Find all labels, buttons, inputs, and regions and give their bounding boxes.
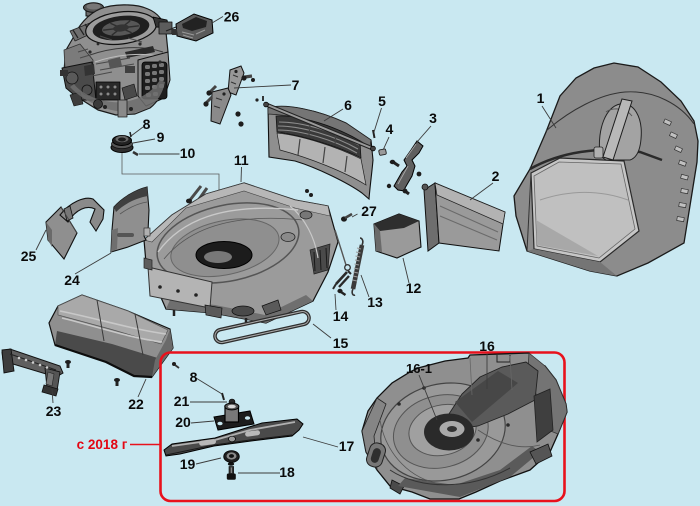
svg-text:14: 14	[333, 308, 349, 324]
svg-text:26: 26	[224, 9, 240, 25]
svg-text:25: 25	[21, 248, 37, 264]
svg-text:17: 17	[339, 438, 355, 454]
svg-text:18: 18	[279, 464, 295, 480]
svg-text:3: 3	[429, 110, 437, 126]
svg-text:4: 4	[386, 121, 394, 137]
svg-text:13: 13	[367, 294, 383, 310]
svg-text:8: 8	[143, 116, 151, 132]
svg-text:8: 8	[190, 369, 198, 385]
svg-text:21: 21	[174, 393, 190, 409]
svg-text:12: 12	[406, 280, 422, 296]
svg-text:с 2018 г: с 2018 г	[77, 437, 128, 452]
svg-text:24: 24	[64, 272, 80, 288]
svg-text:1: 1	[537, 90, 545, 106]
svg-text:2: 2	[492, 168, 500, 184]
svg-text:11: 11	[234, 152, 249, 168]
svg-text:9: 9	[157, 129, 165, 145]
svg-text:5: 5	[378, 93, 386, 109]
svg-text:16: 16	[479, 338, 495, 354]
svg-text:23: 23	[46, 403, 62, 419]
svg-text:6: 6	[344, 97, 352, 113]
svg-text:15: 15	[333, 335, 349, 351]
svg-text:10: 10	[180, 145, 196, 161]
svg-text:19: 19	[180, 456, 196, 472]
svg-text:20: 20	[175, 414, 191, 430]
svg-text:16-1: 16-1	[406, 361, 432, 376]
svg-text:7: 7	[292, 77, 300, 93]
svg-text:27: 27	[361, 203, 377, 219]
svg-text:22: 22	[128, 396, 144, 412]
